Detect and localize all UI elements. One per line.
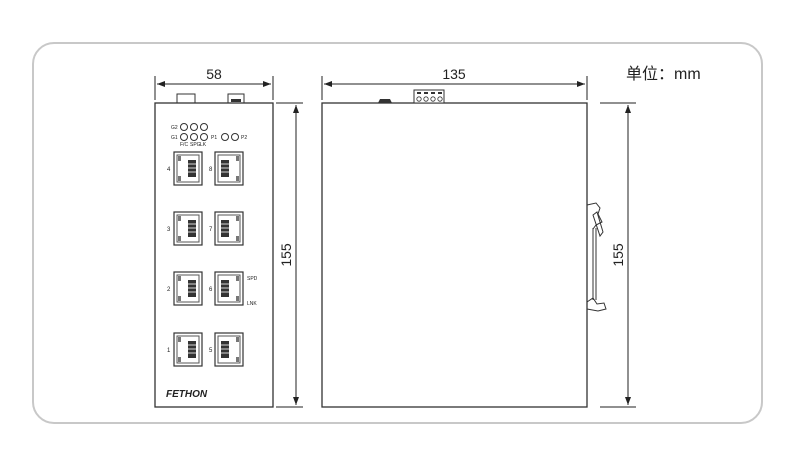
port-label: 1 — [167, 348, 171, 354]
port-label: 8 — [209, 167, 213, 173]
svg-text:G2: G2 — [171, 125, 178, 131]
side-view: 135 155 — [321, 66, 636, 408]
port-label: 7 — [209, 227, 213, 233]
side-width-dim: 135 — [442, 66, 466, 82]
svg-text:SPG: SPG — [190, 142, 201, 148]
port-label: 2 — [167, 287, 171, 293]
svg-text:P2: P2 — [241, 135, 247, 141]
port-label: 4 — [167, 167, 171, 173]
svg-text:F/C: F/C — [180, 142, 188, 148]
port-label: 6 — [209, 287, 213, 293]
svg-text:P1: P1 — [211, 135, 217, 141]
port-label: 5 — [209, 348, 213, 354]
side-height-dim: 155 — [610, 243, 626, 267]
front-width-dim: 58 — [206, 66, 222, 82]
port-grid: 4 3 2 1 8 7 6 5 SPD LNK — [167, 151, 258, 367]
terminal-block — [413, 89, 445, 104]
led-panel: G2 G1 F/C SPG LK P1 P2 — [171, 123, 247, 148]
front-height-dim: 155 — [278, 243, 294, 267]
port-label: 3 — [167, 227, 171, 233]
front-view: 58 G2 G1 F/C SPG LK P1 P2 4 — [154, 66, 303, 408]
drawing-frame — [32, 42, 763, 424]
spd-label: SPD — [247, 276, 258, 282]
brand-logo: FETHON — [166, 389, 208, 400]
unit-label: 单位：mm — [626, 66, 701, 83]
front-housing — [154, 102, 274, 408]
din-rail-clip — [586, 202, 607, 312]
side-housing — [321, 102, 588, 408]
svg-text:LK: LK — [200, 142, 207, 148]
lnk-label: LNK — [247, 301, 257, 307]
svg-text:G1: G1 — [171, 135, 178, 141]
